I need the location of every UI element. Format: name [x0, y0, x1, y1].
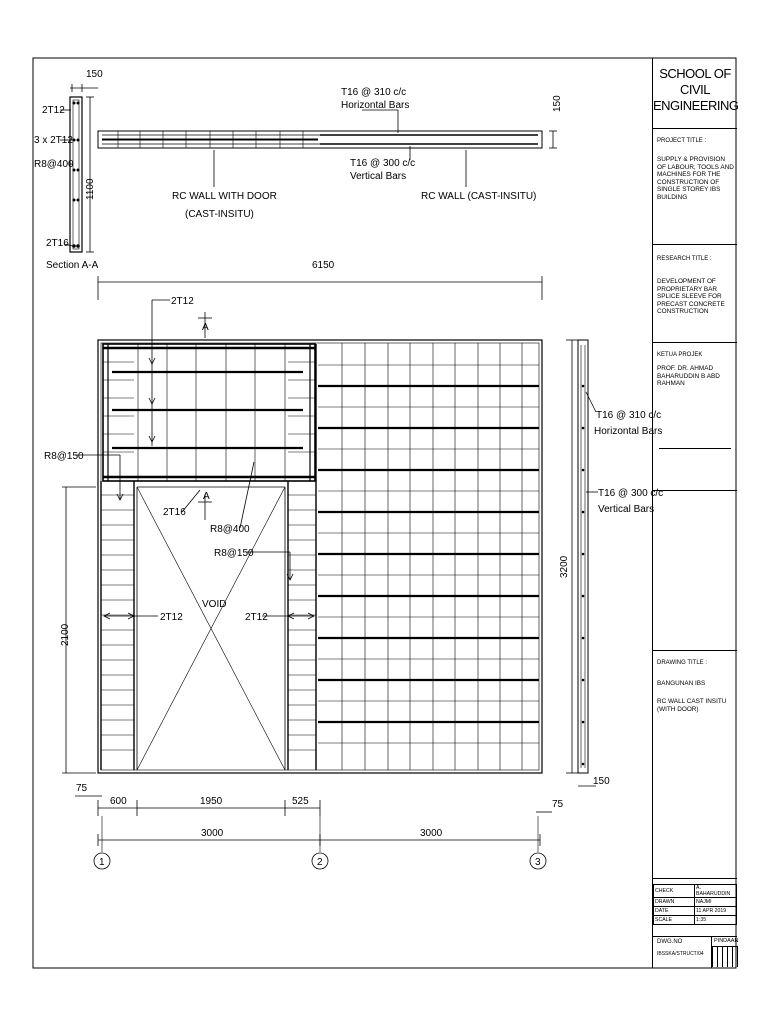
divider: [653, 650, 737, 651]
side-v-bars-label-2: Vertical Bars: [598, 504, 654, 515]
project-title-label: PROJECT TITLE :: [657, 138, 707, 144]
row-value: 1:35: [694, 915, 737, 925]
table-row: SCALE 1:35: [653, 915, 737, 925]
approval-table: CHECK A. BAHARUDDIN DRAWN NAJMI DATE 11 …: [653, 884, 737, 925]
pindaan-label: PINDAAN: [714, 938, 739, 944]
plan-v-bars-label-2: Vertical Bars: [350, 171, 406, 182]
section-dim-width: 150: [86, 69, 103, 80]
grid-bubble-1: [93, 852, 111, 870]
r8-150-mid-label: R8@150: [214, 548, 254, 559]
section-dim-height: 1100: [85, 178, 96, 200]
row-label: SCALE: [653, 915, 695, 925]
section-marker-top: A: [202, 322, 209, 333]
dim-total-width: 6150: [312, 260, 335, 271]
research-title-label: RESEARCH TITLE :: [657, 256, 712, 262]
row-label: DRAWN: [653, 897, 695, 907]
right-panel-mesh: [341, 343, 523, 770]
signature-line: [659, 448, 731, 449]
plan-v-bars-label: T16 @ 300 c/c: [350, 158, 415, 169]
dim-bay-2: 3000: [420, 828, 443, 839]
table-row: DRAWN NAJMI: [653, 897, 737, 907]
project-title: SUPPLY & PROVISION OF LABOUR, TOOLS AND …: [657, 156, 734, 201]
plan-h-bars-label: T16 @ 310 c/c: [341, 87, 406, 98]
dim-jamb-left: 600: [110, 796, 127, 807]
grid-bubble-3: [529, 852, 547, 870]
plan-view: T16 @ 310 c/c Horizontal Bars T16 @ 300 …: [97, 87, 563, 220]
row-value: 11 APR 2019: [694, 906, 737, 916]
side-h-bars-label: T16 @ 310 c/c: [596, 410, 661, 421]
elevation: 6150: [44, 260, 663, 870]
dim-jamb-right: 525: [292, 796, 309, 807]
section-label-links: R8@400: [34, 159, 74, 170]
wall-outline: [97, 339, 543, 774]
plan-wall-door-label: RC WALL WITH DOOR: [172, 191, 277, 202]
dwg-no-label: DWG.NO: [657, 939, 683, 945]
drawing-title-label: DRAWING TITLE :: [657, 660, 708, 666]
sheet-border: [32, 57, 737, 969]
divider: [653, 490, 737, 491]
side-h-bars-label-2: Horizontal Bars: [594, 426, 662, 437]
revision-box: PINDAAN: [711, 936, 738, 968]
r8-150-left-label: R8@150: [44, 451, 84, 462]
grid-label-3: 3: [535, 857, 541, 868]
research-title: DEVELOPMENT OF PROPRIETARY BAR SPLICE SL…: [657, 278, 725, 316]
side-v-bars-label: T16 @ 300 c/c: [598, 488, 663, 499]
dim-door-height: 2100: [60, 623, 71, 646]
side-section: [577, 339, 589, 774]
table-row: DATE 11 APR 2019: [653, 906, 737, 916]
section-outline: [69, 96, 83, 253]
section-label-top: 2T12: [42, 105, 65, 116]
title-block: SCHOOL OF CIVIL ENGINEERING PROJECT TITL…: [652, 58, 739, 968]
ketua-name: PROF. DR. AHMAD BAHARUDDIN B ABD RAHMAN: [657, 365, 720, 388]
section-marker-bottom: A: [203, 491, 210, 502]
jamb-left-bars-label: 2T12: [160, 612, 183, 623]
table-row: CHECK A. BAHARUDDIN: [653, 884, 737, 898]
divider: [653, 128, 737, 129]
void-label: VOID: [202, 599, 226, 610]
dim-side-thickness: 150: [593, 776, 610, 787]
divider: [653, 342, 737, 343]
dim-height-total: 3200: [559, 555, 570, 578]
dim-door-width: 1950: [200, 796, 223, 807]
dwg-no: IBSSKA/STRUCT/04: [657, 951, 704, 957]
ketua-label: KETUA PROJEK: [657, 352, 703, 358]
lintel-top-bars-label: 2T12: [171, 296, 194, 307]
jamb-right-bars-label: 2T12: [245, 612, 268, 623]
plan-dim-thickness: 150: [552, 95, 563, 112]
school-name: SCHOOL OF CIVIL ENGINEERING: [653, 66, 739, 114]
drawing-title-1: BANGUNAN IBS: [657, 680, 706, 687]
section-a-a: 150 1100 2T12 3 x 2T12 R8@400 2T16 Secti…: [34, 69, 103, 271]
section-caption: Section A-A: [46, 260, 99, 271]
grid-bubble-2: [311, 852, 329, 870]
plan-wall-plain-label: RC WALL (CAST-INSITU): [421, 191, 536, 202]
revision-grid: [712, 946, 738, 967]
school-line-1: SCHOOL OF: [659, 66, 731, 81]
row-value: A. BAHARUDDIN: [694, 884, 737, 898]
section-label-bottom: 2T16: [46, 238, 69, 249]
lintel-beam: [102, 343, 316, 482]
plan-h-bars-label-2: Horizontal Bars: [341, 100, 409, 111]
dim-bay-1: 3000: [201, 828, 224, 839]
grid-label-2: 2: [317, 857, 323, 868]
dim-left-offset: 75: [76, 783, 88, 794]
plan-outline: [97, 130, 543, 149]
divider: [653, 878, 737, 879]
r8-400-label: R8@400: [210, 524, 250, 535]
divider: [653, 244, 737, 245]
grid-label-1: 1: [99, 857, 105, 868]
lintel-bottom-bars-label: 2T16: [163, 507, 186, 518]
row-label: DATE: [653, 906, 695, 916]
drawing-title-2: RC WALL CAST INSITU (WITH DOOR): [657, 698, 727, 713]
school-line-2: CIVIL ENGINEERING: [653, 82, 739, 113]
divider: [653, 936, 737, 937]
row-value: NAJMI: [694, 897, 737, 907]
plan-wall-door-label-2: (CAST-INSITU): [185, 209, 254, 220]
dim-right-offset: 75: [552, 799, 564, 810]
section-label-mid: 3 x 2T12: [34, 135, 73, 146]
row-label: CHECK: [653, 884, 695, 898]
